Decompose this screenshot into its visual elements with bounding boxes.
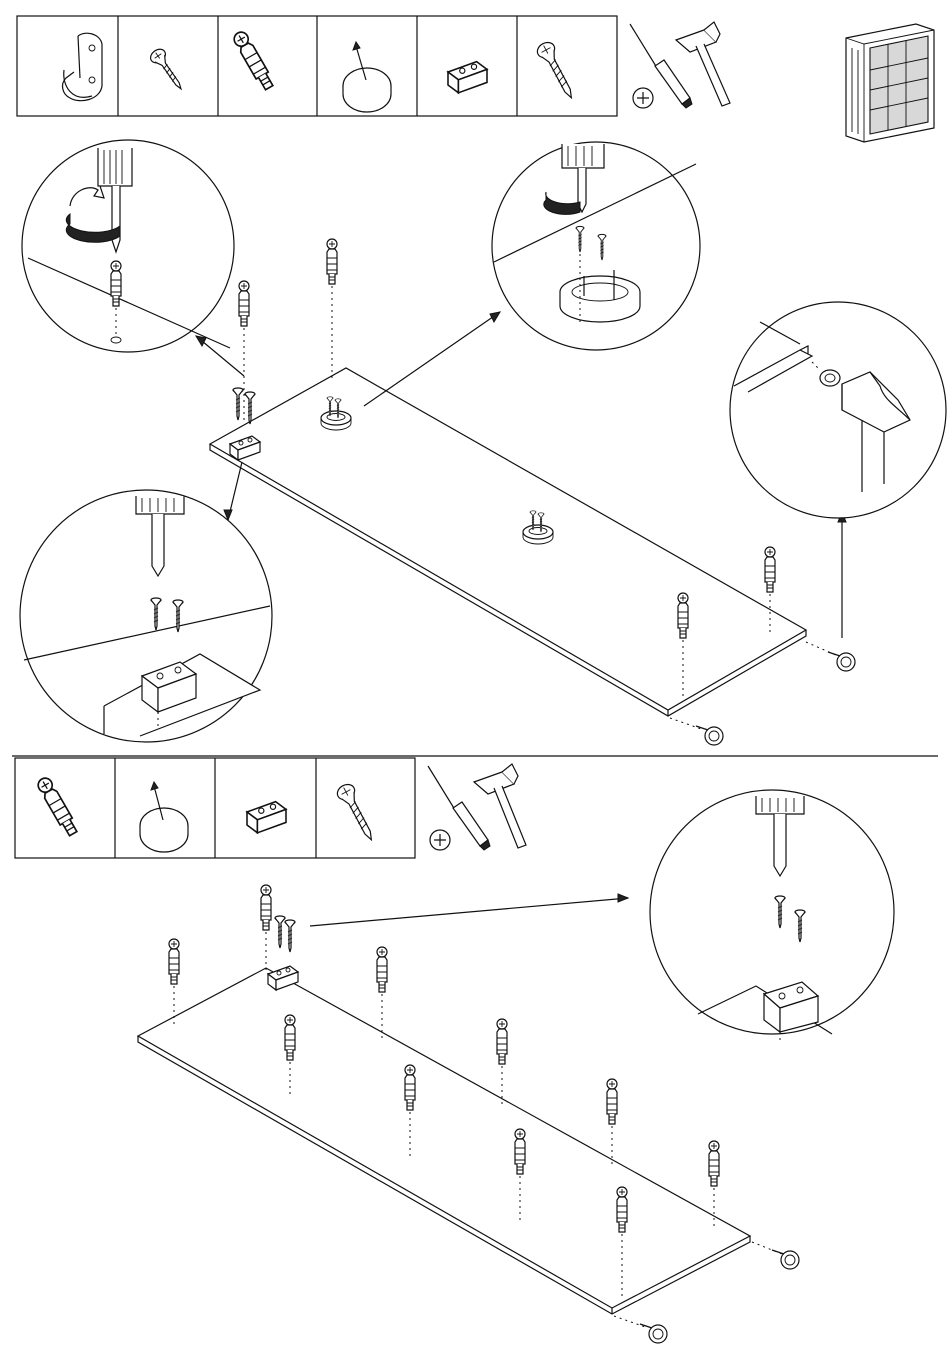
connector-block-detail [20, 490, 272, 742]
countersunk-screw-icon [148, 46, 187, 93]
cam-bolt-icon [232, 30, 276, 92]
glide-detail [730, 302, 946, 518]
cam-bolt [617, 1187, 627, 1232]
screw [275, 916, 285, 948]
cam-bolt [261, 885, 271, 930]
parts-legend-top [17, 16, 617, 116]
connector-block-detail [650, 790, 894, 1044]
parts-legend-bottom [15, 758, 415, 858]
long-screw-icon [535, 40, 580, 102]
tools-bottom [428, 764, 526, 850]
cam-bolt [377, 947, 387, 992]
glide [772, 1250, 799, 1269]
connector-block-icon [448, 62, 487, 93]
cam-bolt [765, 547, 775, 592]
phillips-bit-icon [633, 88, 653, 108]
cam-bolt [169, 939, 179, 984]
cam-bolt [709, 1141, 719, 1186]
rail-bracket-detail [492, 142, 700, 350]
wardrobe-thumbnail [846, 24, 934, 142]
hanger-rail-bracket-icon [63, 33, 102, 101]
cam-bolt [405, 1065, 415, 1110]
nail-on-glide-icon [343, 42, 391, 112]
long-screw-icon [335, 782, 380, 844]
glide [828, 652, 855, 671]
cam-bolt [607, 1079, 617, 1124]
cam-bolt [497, 1019, 507, 1064]
cam-bolt [285, 1015, 295, 1060]
tools-top [630, 22, 730, 108]
cam-bolt [239, 281, 249, 326]
phillips-bit-icon [430, 830, 450, 850]
cam-bolt [515, 1129, 525, 1174]
screw [233, 388, 243, 420]
cam-bolt [327, 239, 337, 284]
pilot-hole-detail [22, 140, 234, 352]
nail-on-glide-icon [140, 782, 188, 852]
cam-bolt [678, 593, 688, 638]
cam-bolt-icon [36, 776, 80, 838]
connector-block-icon [247, 802, 286, 833]
screw [285, 920, 295, 952]
